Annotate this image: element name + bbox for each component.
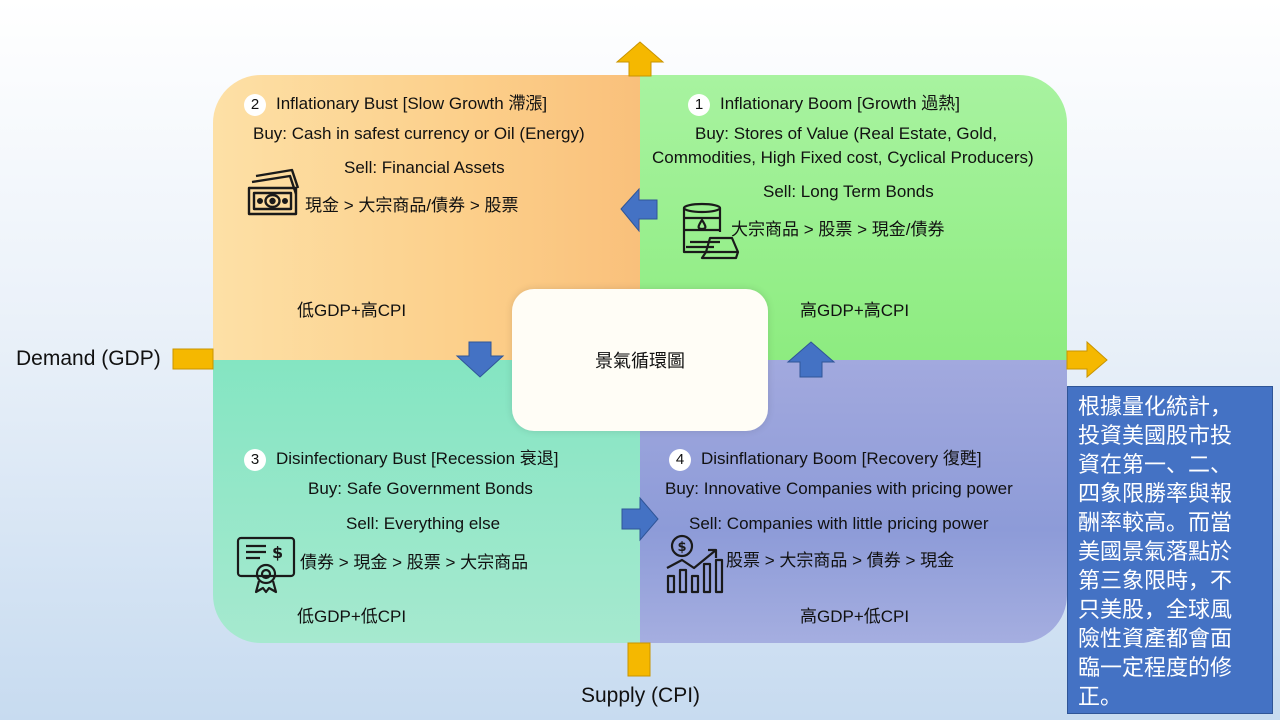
note-line: 根據量化統計， — [1078, 395, 1233, 420]
oil-barrel-gold-icon — [682, 202, 740, 260]
note-line: 投資美國股市投 — [1078, 424, 1233, 449]
x-axis-label: Demand (GDP) — [16, 347, 161, 370]
q4-number: 4 — [669, 448, 691, 471]
q1-buy-line2: Commodities, High Fixed cost, Cyclical P… — [652, 148, 1034, 167]
q2-title: 2 Inflationary Bust [Slow Growth 滯漲] — [244, 89, 547, 116]
q1-buy-line1: Buy: Stores of Value (Real Estate, Gold, — [695, 124, 998, 143]
q1-sell: Sell: Long Term Bonds — [763, 182, 934, 201]
q1-ranking: 大宗商品 > 股票 > 現金/債券 — [731, 220, 945, 239]
q1-title: 1 Inflationary Boom [Growth 過熱] — [688, 89, 960, 116]
y-axis-up-arrow — [615, 41, 665, 77]
q4-buy: Buy: Innovative Companies with pricing p… — [665, 479, 1013, 498]
q2-label: 低GDP+高CPI — [297, 301, 407, 320]
note-line: 四象限勝率與報 — [1078, 482, 1233, 507]
note-line: 第三象限時，不 — [1078, 569, 1233, 594]
cycle-arrow-right — [621, 496, 659, 542]
note-line: 美國景氣落點於 — [1078, 540, 1233, 565]
q3-label: 低GDP+低CPI — [297, 607, 407, 626]
note-line: 資在第一、二、 — [1078, 453, 1233, 478]
q3-ranking: 債券 > 現金 > 股票 > 大宗商品 — [300, 553, 529, 572]
q4-sell: Sell: Companies with little pricing powe… — [689, 514, 989, 533]
cash-icon — [247, 168, 300, 216]
q4-label: 高GDP+低CPI — [800, 607, 910, 626]
note-line: 臨一定程度的修 — [1078, 656, 1233, 681]
q4-title-text: Disinflationary Boom [Recovery 復甦] — [701, 449, 982, 468]
q3-sell: Sell: Everything else — [346, 514, 501, 533]
center-title: 景氣循環圖 — [595, 351, 685, 371]
certificate-icon: $ — [236, 536, 296, 594]
q3-buy: Buy: Safe Government Bonds — [308, 479, 533, 498]
q4-title: 4 Disinflationary Boom [Recovery 復甦] — [669, 444, 982, 471]
growth-chart-icon: $ — [666, 534, 724, 594]
q3-number: 3 — [244, 448, 266, 471]
note-line: 酬率較高。而當 — [1078, 511, 1233, 536]
q1-title-text: Inflationary Boom [Growth 過熱] — [720, 94, 960, 113]
cycle-arrow-down — [455, 341, 505, 378]
y-axis-bottom-bar — [627, 642, 651, 677]
q2-title-text: Inflationary Bust [Slow Growth 滯漲] — [276, 94, 548, 113]
q3-title-text: Disinfectionary Bust [Recession 衰退] — [276, 449, 559, 468]
svg-text:$: $ — [678, 540, 687, 555]
q2-sell: Sell: Financial Assets — [344, 158, 505, 177]
q2-buy: Buy: Cash in safest currency or Oil (Ene… — [253, 124, 585, 143]
note-line: 只美股，全球風 — [1078, 598, 1233, 623]
q2-ranking: 現金 > 大宗商品/債券 > 股票 — [305, 196, 519, 215]
cycle-center-label: 景氣循環圖 — [512, 289, 768, 431]
q4-ranking: 股票 > 大宗商品 > 債券 > 現金 — [726, 551, 955, 570]
note-line: 險性資產都會面 — [1078, 627, 1233, 652]
cycle-arrow-left — [620, 187, 658, 233]
svg-text:$: $ — [272, 543, 283, 562]
x-axis-right-arrow — [1066, 340, 1108, 379]
x-axis-left-bar — [172, 348, 214, 370]
cycle-arrow-up — [786, 341, 836, 378]
q1-label: 高GDP+高CPI — [800, 301, 910, 320]
y-axis-label: Supply (CPI) — [581, 684, 701, 707]
q3-title: 3 Disinfectionary Bust [Recession 衰退] — [244, 444, 559, 471]
note-line: 正。 — [1078, 685, 1123, 710]
q1-number: 1 — [688, 93, 710, 116]
q2-number: 2 — [244, 93, 266, 116]
analysis-note: 根據量化統計， 投資美國股市投 資在第一、二、 四象限勝率與報 酬率較高。而當 … — [1067, 386, 1273, 714]
